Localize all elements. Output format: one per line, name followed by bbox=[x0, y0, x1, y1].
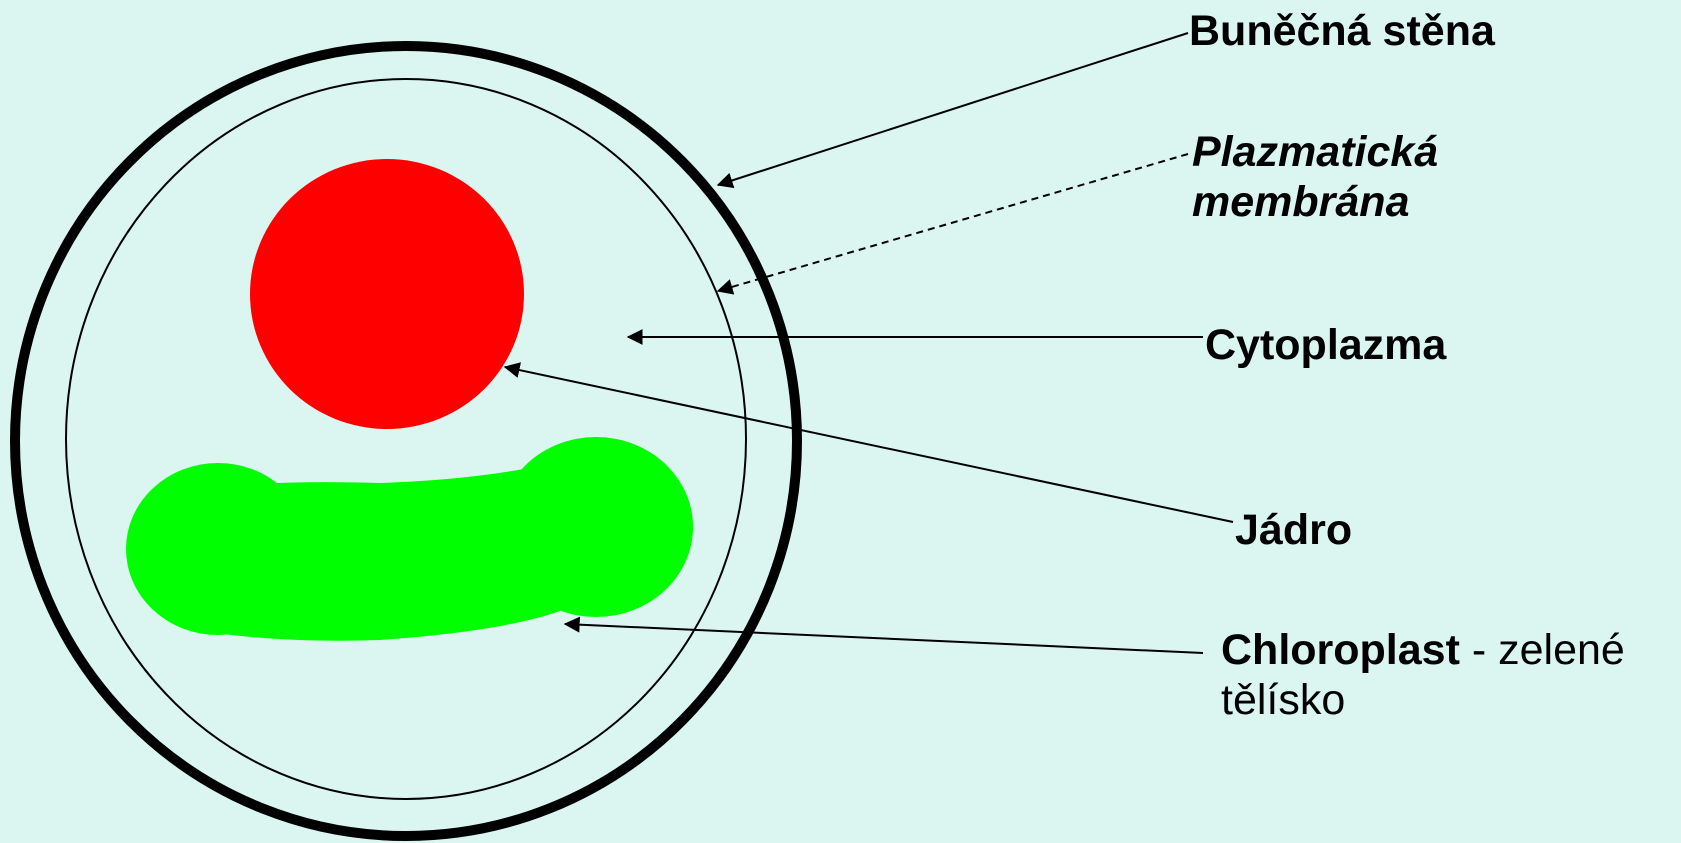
cell-wall-text: Buněčná stěna bbox=[1189, 7, 1495, 55]
cell-wall-pointer bbox=[718, 33, 1188, 185]
chloroplast-pointer bbox=[565, 624, 1203, 653]
chloroplast-description-line2: tělísko bbox=[1221, 675, 1625, 725]
chloroplast-label: Chloroplast - zelené tělísko bbox=[1221, 625, 1625, 725]
chloroplast bbox=[126, 437, 693, 641]
chloroplast-name: Chloroplast bbox=[1221, 626, 1460, 674]
cytoplasm-text: Cytoplazma bbox=[1205, 321, 1446, 369]
cell-wall-label: Buněčná stěna bbox=[1189, 6, 1495, 56]
plasma-membrane-pointer bbox=[718, 154, 1188, 291]
plasma-membrane-text-line2: membrána bbox=[1192, 177, 1438, 227]
plasma-membrane-label: Plazmatická membrána bbox=[1192, 127, 1438, 227]
nucleus bbox=[250, 159, 524, 429]
chloroplast-description: - zelené bbox=[1460, 626, 1625, 674]
nucleus-text: Jádro bbox=[1235, 506, 1352, 554]
plasma-membrane-text-line1: Plazmatická bbox=[1192, 127, 1438, 177]
cytoplasm-label: Cytoplazma bbox=[1205, 320, 1446, 370]
nucleus-label: Jádro bbox=[1235, 505, 1352, 555]
